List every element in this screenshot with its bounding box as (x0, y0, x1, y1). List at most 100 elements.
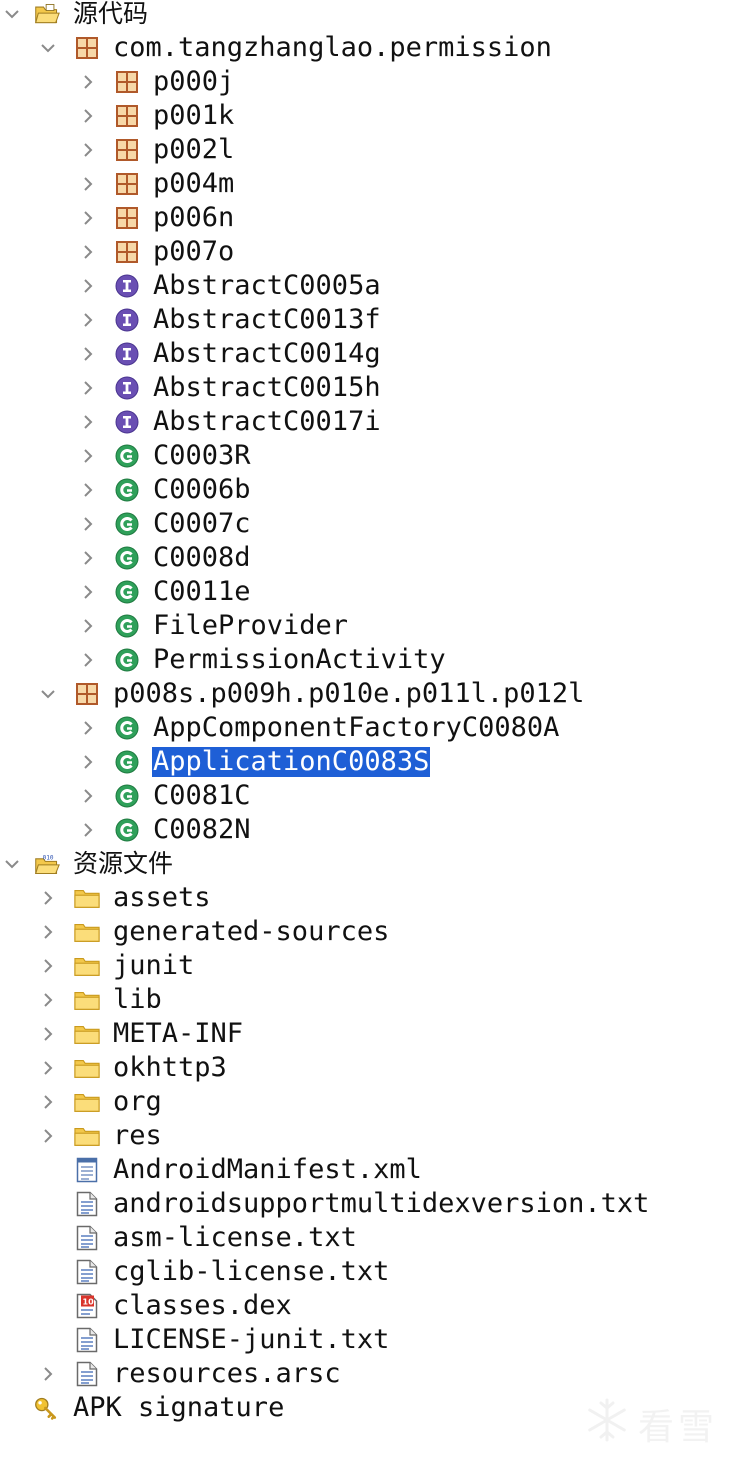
folder-icon (74, 1124, 100, 1148)
chevron-right-icon[interactable] (78, 786, 98, 806)
chevron-down-icon[interactable] (2, 854, 22, 874)
tree-item-label: C0082N (153, 814, 251, 845)
chevron-right-icon[interactable] (78, 820, 98, 840)
chevron-right-icon[interactable] (78, 514, 98, 534)
tree-item-label: C0006b (153, 474, 251, 505)
tree-item[interactable]: AndroidManifest.xml (0, 1153, 738, 1187)
text-file-icon (74, 1327, 100, 1353)
chevron-right-icon[interactable] (38, 990, 58, 1010)
tree-item[interactable]: okhttp3 (0, 1051, 738, 1085)
chevron-right-icon[interactable] (78, 752, 98, 772)
tree-item[interactable]: C0081C (0, 779, 738, 813)
chevron-right-icon[interactable] (78, 650, 98, 670)
chevron-right-icon[interactable] (78, 208, 98, 228)
chevron-right-icon[interactable] (78, 480, 98, 500)
tree-item[interactable]: asm-license.txt (0, 1221, 738, 1255)
tree-item-label: C0008d (153, 542, 251, 573)
chevron-right-icon[interactable] (78, 106, 98, 126)
tree-item-label: androidsupportmultidexversion.txt (113, 1188, 650, 1219)
tree-item-label: p000j (153, 66, 235, 97)
chevron-right-icon[interactable] (38, 1058, 58, 1078)
tree-item-label: AbstractC0015h (153, 372, 381, 403)
tree-item[interactable]: C0082N (0, 813, 738, 847)
tree-item[interactable]: LICENSE-junit.txt (0, 1323, 738, 1357)
tree-item[interactable]: AbstractC0014g (0, 337, 738, 371)
chevron-right-icon[interactable] (78, 582, 98, 602)
tree-item[interactable]: C0007c (0, 507, 738, 541)
tree-item[interactable]: AbstractC0005a (0, 269, 738, 303)
tree-item[interactable]: androidsupportmultidexversion.txt (0, 1187, 738, 1221)
tree-item[interactable]: p002l (0, 133, 738, 167)
chevron-right-icon[interactable] (38, 956, 58, 976)
chevron-right-icon[interactable] (78, 548, 98, 568)
chevron-down-icon[interactable] (2, 4, 22, 24)
chevron-right-icon[interactable] (78, 378, 98, 398)
tree-item-label: org (113, 1086, 162, 1117)
text-file-icon (74, 1225, 100, 1251)
tree-item[interactable]: junit (0, 949, 738, 983)
chevron-right-icon[interactable] (78, 616, 98, 636)
chevron-down-icon[interactable] (38, 38, 58, 58)
tree-item[interactable]: META-INF (0, 1017, 738, 1051)
chevron-right-icon[interactable] (38, 1126, 58, 1146)
tree-item[interactable]: AppComponentFactoryC0080A (0, 711, 738, 745)
tree-item[interactable]: C0003R (0, 439, 738, 473)
tree-item[interactable]: AbstractC0013f (0, 303, 738, 337)
chevron-right-icon[interactable] (78, 140, 98, 160)
tree-item[interactable]: p007o (0, 235, 738, 269)
chevron-right-icon[interactable] (38, 1092, 58, 1112)
tree-item[interactable]: org (0, 1085, 738, 1119)
chevron-down-icon[interactable] (38, 684, 58, 704)
chevron-right-icon[interactable] (78, 276, 98, 296)
chevron-right-icon[interactable] (78, 174, 98, 194)
tree-item[interactable]: C0011e (0, 575, 738, 609)
tree-item[interactable]: p000j (0, 65, 738, 99)
tree-item-label: p006n (153, 202, 235, 233)
tree-item[interactable]: AbstractC0017i (0, 405, 738, 439)
tree-item[interactable]: p004m (0, 167, 738, 201)
tree-item[interactable]: APK signature (0, 1391, 738, 1425)
tree-item[interactable]: cglib-license.txt (0, 1255, 738, 1289)
tree-item[interactable]: com.tangzhanglao.permission (0, 31, 738, 65)
tree-item-label: C0007c (153, 508, 251, 539)
tree-item-label: META-INF (113, 1018, 244, 1049)
chevron-right-icon[interactable] (78, 446, 98, 466)
chevron-right-icon[interactable] (78, 718, 98, 738)
tree-item-label: LICENSE-junit.txt (113, 1324, 390, 1355)
chevron-right-icon[interactable] (38, 1024, 58, 1044)
chevron-right-icon[interactable] (78, 72, 98, 92)
chevron-right-icon[interactable] (78, 344, 98, 364)
tree-item[interactable]: AbstractC0015h (0, 371, 738, 405)
tree-item[interactable]: resources.arsc (0, 1357, 738, 1391)
tree-item[interactable]: p001k (0, 99, 738, 133)
package-icon (114, 104, 140, 128)
interface-icon (114, 410, 140, 434)
tree-item-label: cglib-license.txt (113, 1256, 390, 1287)
tree-item[interactable]: p008s.p009h.p010e.p011l.p012l (0, 677, 738, 711)
tree-item[interactable]: PermissionActivity (0, 643, 738, 677)
tree-item[interactable]: 源代码 (0, 0, 738, 31)
chevron-right-icon[interactable] (78, 310, 98, 330)
folder-icon (74, 1056, 100, 1080)
chevron-right-icon[interactable] (38, 922, 58, 942)
tree-item[interactable]: ApplicationC0083S (0, 745, 738, 779)
chevron-right-icon[interactable] (78, 242, 98, 262)
tree-item[interactable]: generated-sources (0, 915, 738, 949)
tree-item[interactable]: res (0, 1119, 738, 1153)
tree-item-label: classes.dex (113, 1290, 292, 1321)
tree-item[interactable]: FileProvider (0, 609, 738, 643)
tree-item[interactable]: assets (0, 881, 738, 915)
tree-item[interactable]: p006n (0, 201, 738, 235)
tree-item[interactable]: lib (0, 983, 738, 1017)
folder-icon (74, 886, 100, 910)
tree-item[interactable]: C0006b (0, 473, 738, 507)
package-icon (114, 70, 140, 94)
chevron-right-icon[interactable] (38, 1364, 58, 1384)
chevron-right-icon[interactable] (38, 888, 58, 908)
chevron-right-icon[interactable] (78, 412, 98, 432)
tree-item[interactable]: C0008d (0, 541, 738, 575)
class-icon (114, 614, 140, 638)
